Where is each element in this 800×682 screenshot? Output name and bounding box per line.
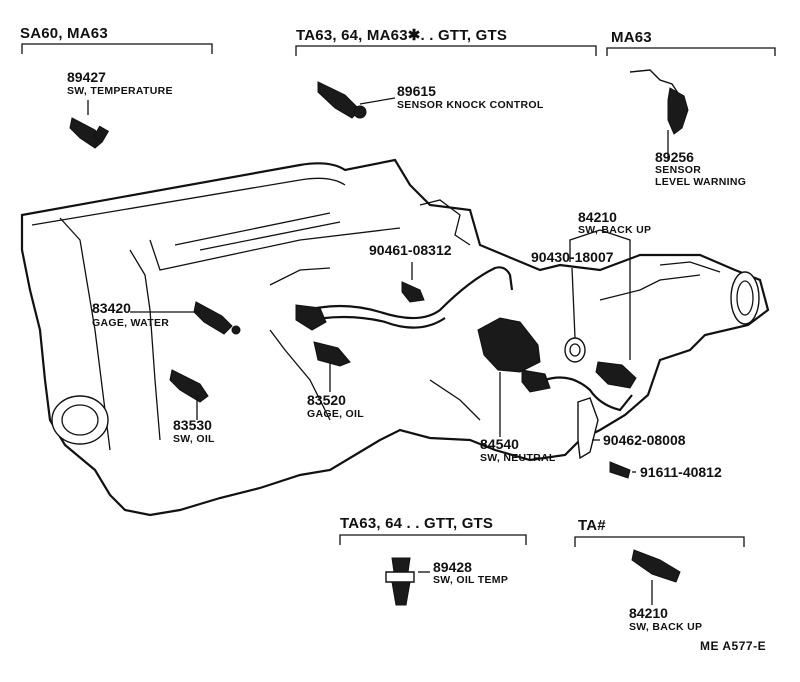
reference-code: ME A577-E (700, 639, 767, 653)
group-label-sa60-ma63: SA60, MA63 (20, 25, 108, 42)
part-desc-84210-ta: SW, BACK UP (629, 621, 703, 633)
part-desc-84210-backup: SW, BACK UP (578, 224, 652, 236)
part-number-89256: 89256 (655, 149, 694, 165)
part-number-83520: 83520 (307, 392, 346, 408)
part-desc-83530: SW, OIL (173, 433, 215, 445)
part-number-90461-08312: 90461-08312 (369, 242, 452, 258)
part-number-83420: 83420 (92, 300, 131, 316)
part-desc-89427: SW, TEMPERATURE (67, 85, 173, 97)
engine-block-drawing (20, 158, 770, 517)
part-desc-89256-line1: SENSOR (655, 164, 702, 176)
group-label-ma63: MA63 (611, 29, 652, 46)
leader-lines (87, 97, 669, 605)
group-label-ta: TA# (578, 517, 606, 534)
group-label-ta63-64-gtt: TA63, 64 . . GTT, GTS (340, 515, 494, 532)
part-desc-89615: SENSOR KNOCK CONTROL (397, 99, 544, 111)
part-glyphs (69, 69, 689, 606)
group-label-ta63-gtt: TA63, 64, MA63✱. . GTT, GTS (296, 27, 508, 44)
part-number-84210-ta: 84210 (629, 605, 668, 621)
wiring-harness (299, 266, 633, 412)
part-desc-83420: GAGE, WATER (92, 317, 170, 329)
part-desc-89428: SW, OIL TEMP (433, 574, 509, 586)
part-desc-83520: GAGE, OIL (307, 408, 364, 420)
part-number-89428: 89428 (433, 559, 472, 575)
part-desc-84540: SW, NEUTRAL (480, 452, 556, 464)
part-number-90430-18007: 90430-18007 (531, 249, 614, 265)
part-number-89427: 89427 (67, 69, 106, 85)
part-number-89615: 89615 (397, 83, 436, 99)
part-number-90462-08008: 90462-08008 (603, 432, 686, 448)
part-number-91611-40812: 91611-40812 (640, 464, 722, 480)
part-number-83530: 83530 (173, 417, 212, 433)
part-number-84210-backup: 84210 (578, 209, 617, 225)
part-number-84540: 84540 (480, 436, 519, 452)
group-brackets (21, 43, 776, 547)
part-desc-89256-line2: LEVEL WARNING (655, 176, 747, 188)
